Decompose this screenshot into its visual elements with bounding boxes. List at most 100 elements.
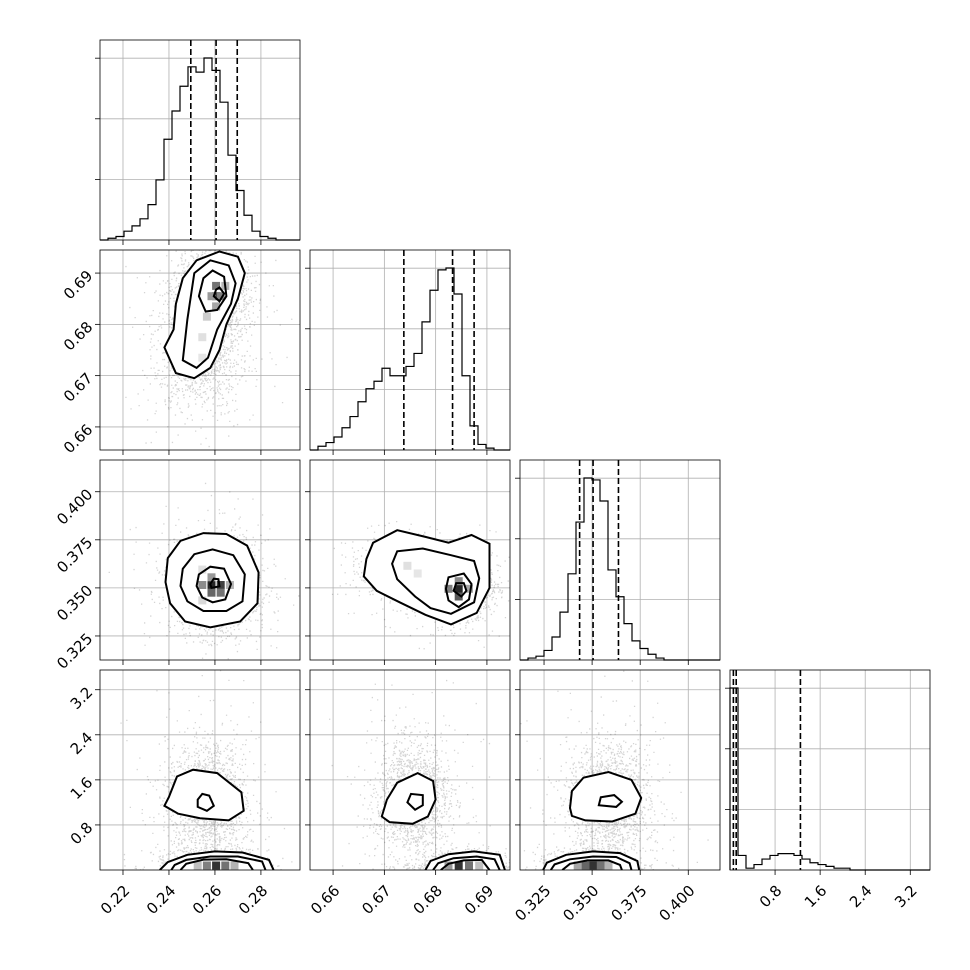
density-bin (465, 861, 473, 870)
density-bin (465, 584, 473, 593)
density-bin (589, 861, 598, 870)
density-bin (604, 861, 613, 870)
density-bin (581, 861, 590, 870)
y-tick-label: 1.6 (67, 773, 97, 803)
scatter-points (125, 250, 300, 448)
x-tick-label: 0.66 (307, 882, 343, 918)
contour-line-bottom (440, 858, 491, 870)
scatter-panel-4-3 (515, 669, 721, 875)
density-bin (193, 861, 202, 870)
density-bin (207, 573, 216, 582)
x-tick-label: 0.67 (358, 882, 394, 918)
scatter-points (520, 670, 709, 870)
density-bin (212, 861, 221, 870)
density-bin (202, 312, 211, 321)
density-bin (230, 861, 239, 870)
density-bin (216, 581, 225, 589)
density-bin (444, 584, 453, 593)
panel-frame (99, 669, 301, 871)
contour-line-bottom (424, 850, 506, 870)
contour-line-4 (452, 582, 468, 598)
panel-frame (729, 669, 931, 871)
contour-line-1 (362, 529, 491, 626)
x-tick-label: 0.69 (461, 882, 497, 918)
density-bin (475, 861, 484, 870)
contour-line-3 (197, 269, 228, 313)
scatter-panel-4-2 (305, 669, 511, 875)
contour-line-1 (164, 532, 260, 629)
scatter-panel-3-2 (305, 459, 511, 665)
contour-line-bottom (159, 850, 275, 870)
density-bin (403, 561, 412, 570)
density-bin (454, 861, 463, 870)
contour-line-bottom (170, 855, 267, 870)
histogram-step (310, 267, 510, 451)
contour-line-bottom (179, 858, 254, 870)
contour-line-2 (179, 548, 246, 612)
histogram-panel-4 (725, 669, 931, 875)
histogram-step (520, 477, 720, 661)
contour-line-1 (163, 250, 246, 380)
x-tick-label: 0.8 (756, 882, 786, 912)
y-tick-label: 0.325 (53, 630, 96, 673)
panel-frame (99, 39, 301, 241)
x-tick-label: 0.68 (410, 882, 446, 918)
histogram-step (729, 687, 930, 871)
contour-line-2 (196, 792, 216, 812)
x-tick-label: 0.400 (656, 882, 699, 925)
x-tick-label: 0.325 (511, 882, 554, 925)
density-bin (216, 292, 225, 301)
panel-frame (99, 459, 301, 661)
histogram-panel-2 (305, 249, 511, 455)
histogram-step (100, 57, 300, 241)
y-tick-label: 3.2 (67, 683, 97, 713)
y-tick-label: 0.400 (53, 485, 96, 528)
density-bin (198, 581, 207, 589)
density-bin (454, 584, 463, 593)
contour-fill (159, 851, 274, 870)
x-tick-label: 0.22 (97, 882, 133, 918)
histogram-panel-3 (515, 459, 721, 665)
y-tick-label: 0.69 (60, 267, 96, 303)
density-bin (198, 333, 207, 342)
contour-line-3 (444, 572, 473, 609)
y-tick-label: 0.67 (60, 369, 96, 405)
panel-frame (519, 669, 721, 871)
density-bin (573, 861, 582, 870)
contour-line-2 (406, 792, 424, 811)
density-bin (207, 292, 216, 301)
density-bin (212, 292, 221, 301)
scatter-panel-4-1 (95, 669, 301, 875)
x-tick-label: 3.2 (891, 882, 921, 912)
density-bin (454, 577, 463, 586)
contour-line-3 (195, 565, 233, 604)
histogram-panel-1 (95, 39, 301, 245)
y-tick-label: 0.8 (67, 819, 97, 849)
y-tick-label: 2.4 (67, 728, 97, 758)
density-bin (212, 281, 221, 290)
density-bin (202, 861, 211, 870)
x-tick-label: 2.4 (846, 882, 876, 912)
contour-line-bottom (432, 855, 501, 870)
density-bin (212, 302, 221, 311)
contour-fill (363, 530, 490, 625)
panel-frame (309, 669, 511, 871)
panel-frame (309, 459, 511, 661)
x-tick-label: 0.24 (143, 882, 179, 918)
density-bin (413, 569, 422, 578)
contour-line-bottom (549, 855, 633, 870)
contour-line-1 (380, 771, 437, 825)
y-tick-label: 0.350 (53, 582, 96, 625)
contour-line-bottom (542, 850, 641, 870)
x-tick-label: 0.350 (559, 882, 602, 925)
density-bin (198, 353, 207, 362)
density-bin (444, 861, 453, 870)
density-bin (454, 592, 463, 601)
x-tick-label: 0.375 (607, 882, 650, 925)
contour-line-2 (391, 547, 481, 615)
density-bin (221, 861, 230, 870)
y-tick-label: 0.375 (53, 533, 96, 576)
density-bin (198, 596, 207, 605)
contour-line-4 (212, 286, 226, 303)
